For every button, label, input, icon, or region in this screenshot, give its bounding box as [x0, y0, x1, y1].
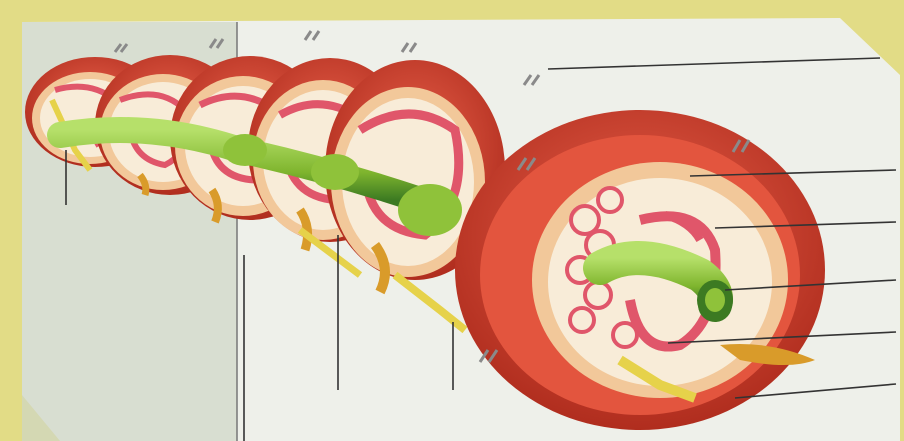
intestine-bulge: [398, 184, 462, 236]
segment-front: [455, 110, 825, 430]
